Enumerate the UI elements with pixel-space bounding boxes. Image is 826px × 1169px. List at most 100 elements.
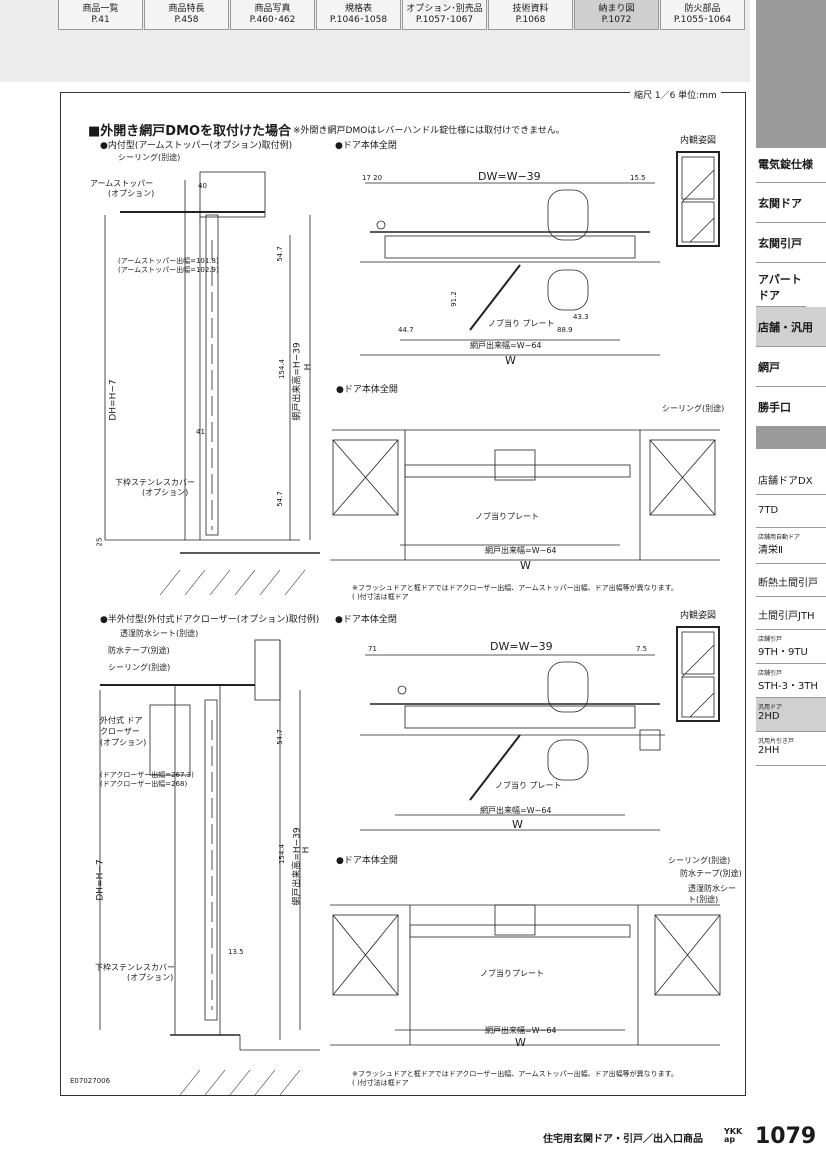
closed-title-1: ●ドア本体全閉 — [335, 141, 397, 151]
sidebar-item-seiei[interactable]: 店舗用自動ドア清栄Ⅱ — [756, 528, 826, 564]
label-net-w-1: 網戸出来幅=W−64 — [470, 341, 542, 350]
label-w-1: W — [505, 354, 516, 367]
label-sealing-4: シーリング(別途) — [668, 856, 731, 865]
label-arm-stopper: アームストッパー — [90, 179, 154, 188]
label-arm-out1: (アームストッパー出幅=101.8) — [118, 257, 219, 265]
section1-title: ●内付型(アームストッパー(オプション)取付例) — [100, 141, 293, 151]
label-waterproof-tape-2: 防水テープ(別途) — [680, 869, 742, 878]
dim-5-30: 15.5 — [630, 174, 646, 182]
label-closer: 外付式 ドアクローザー (オプション) — [100, 716, 147, 747]
brand-logo: YKK ap — [724, 1127, 743, 1144]
page-number: 1079 — [755, 1124, 817, 1149]
open-title-1: ●ドア本体全開 — [336, 385, 398, 395]
dim-17-20: 7.5 — [636, 645, 648, 653]
label-dw-2: DW=W−39 — [490, 640, 553, 653]
label-net-w-2: 網戸出来幅=W−64 — [485, 546, 557, 555]
sidebar-products: 店舗ドアDX 7TD 店舗用自動ドア清栄Ⅱ 断熱土間引戸 土間引戸JTH 店舗引… — [756, 462, 826, 766]
dim-54-7-a: 54.7 — [275, 246, 284, 262]
label-arm-out2: (アームストッパー出幅=102.9) — [118, 266, 219, 274]
label-option-3: (オプション) — [127, 973, 174, 982]
dim-30-4: 17 20 — [362, 174, 383, 182]
sidebar-item-jth[interactable]: 土間引戸JTH — [756, 597, 826, 630]
label-h-1: H — [303, 363, 314, 371]
sidebar-item-store-door-dx[interactable]: 店舗ドアDX — [756, 462, 826, 495]
label-h-2: H — [301, 846, 312, 854]
dim-40: 40 — [198, 182, 207, 190]
sidebar-item-store-general[interactable]: 店舗・汎用 — [756, 307, 826, 347]
label-dh-2: DH=H−7 — [95, 859, 106, 901]
label-sealing-2: シーリング(別途) — [662, 404, 725, 413]
label-net-w-4: 網戸出来幅=W−64 — [485, 1026, 557, 1035]
label-sealing: シーリング(別途) — [118, 153, 181, 162]
sidebar-item-screen-door[interactable]: 網戸 — [756, 347, 826, 387]
section2-title: ●半外付型(外付式ドアクローザー(オプション)取付例) — [100, 615, 320, 625]
label-knob-plate-3: ノブ当り プレート — [495, 781, 562, 790]
label-knob-plate-1: ノブ当り プレート — [488, 319, 555, 328]
sidebar-item-electric-lock[interactable]: 電気錠仕様 — [756, 150, 826, 183]
dim-154-4-a: 154.4 — [278, 358, 287, 380]
label-dh-1: DH=H−7 — [108, 379, 119, 421]
label-waterproof-tape-1: 防水テープ(別途) — [108, 646, 170, 655]
note-2b: ( )付寸法は框ドア — [352, 1079, 409, 1087]
label-bottom-cover-2: 下枠ステンレスカバー — [95, 963, 175, 972]
label-knob-plate-4: ノブ当りプレート — [480, 969, 544, 978]
label-waterproof-sheet-1: 透湿防水シート(別途) — [120, 629, 199, 638]
dim-88-9: 88.9 — [557, 326, 573, 334]
inner-view-label-1: 内観姿図 — [680, 136, 717, 146]
label-w-4: W — [515, 1036, 526, 1049]
sidebar-categories: 電気錠仕様 玄関ドア 玄関引戸 アパート ドア 店舗・汎用 網戸 勝手口 — [756, 150, 826, 449]
label-w-2: W — [520, 559, 531, 572]
sidebar-header-block — [756, 0, 826, 148]
dim-54-7-b: 54.7 — [275, 491, 284, 507]
sidebar-item-entrance-door[interactable]: 玄関ドア — [756, 183, 826, 223]
dim-25-6: 25 — [95, 537, 104, 547]
label-sealing-3: シーリング(別途) — [108, 663, 171, 672]
label-net-h-1: 網戸出来高=H−39 — [292, 342, 303, 421]
drawing-panel — [60, 92, 746, 1096]
label-bottom-cover-1: 下枠ステンレスカバー — [115, 478, 195, 487]
footer-title: 住宅用玄関ドア・引戸／出入口商品 — [543, 1134, 703, 1145]
drawing-code: E07027006 — [70, 1077, 111, 1085]
closed-title-2: ●ドア本体全閉 — [335, 615, 397, 625]
dim-44-7: 44.7 — [398, 326, 414, 334]
sidebar-divider — [756, 427, 826, 449]
label-waterproof-sheet-2: 透湿防水シート(別途) — [688, 884, 736, 904]
dim-91-2: 91.2 — [449, 291, 458, 307]
label-dw-1: DW=W−39 — [478, 170, 541, 183]
label-net-h-2: 網戸出来高=H−39 — [292, 827, 303, 906]
label-closer-out1: (ドアクローザー出幅=267.3) — [100, 771, 194, 779]
sidebar-item-insulated-sliding[interactable]: 断熱土間引戸 — [756, 564, 826, 597]
scale-label: 縮尺 1／6 単位:mm — [630, 88, 721, 101]
dim-41: 41 — [196, 428, 205, 436]
note-2a: ※フラッシュドアと框ドアではドアクローザー出幅、アームストッパー出幅、ドア出幅等… — [352, 1070, 678, 1078]
sidebar-item-entrance-sliding[interactable]: 玄関引戸 — [756, 223, 826, 263]
sidebar-item-back-door[interactable]: 勝手口 — [756, 387, 826, 427]
note-1a: ※フラッシュドアと框ドアではドアクローザー出幅、アームストッパー出幅、ドア出幅等… — [352, 584, 678, 592]
heading-note: ※外開き網戸DMOはレバーハンドル錠仕様には取付けできません。 — [293, 126, 565, 136]
label-knob-plate-2: ノブ当りプレート — [475, 512, 539, 521]
section-heading: ■外開き網戸DMOを取付けた場合 — [88, 124, 292, 139]
inner-view-label-2: 内観姿図 — [680, 611, 717, 621]
sidebar-item-7td[interactable]: 7TD — [756, 495, 826, 528]
open-title-2: ●ドア本体全開 — [336, 856, 398, 866]
dim-54-7-c: 54.7 — [275, 729, 284, 745]
sidebar-item-apartment-door[interactable]: アパート ドア — [756, 263, 806, 307]
dim-20-17: 71 — [368, 645, 377, 653]
dim-19-7: 13.5 — [228, 948, 244, 956]
label-option: (オプション) — [108, 189, 155, 198]
note-1b: ( )付寸法は框ドア — [352, 593, 409, 601]
